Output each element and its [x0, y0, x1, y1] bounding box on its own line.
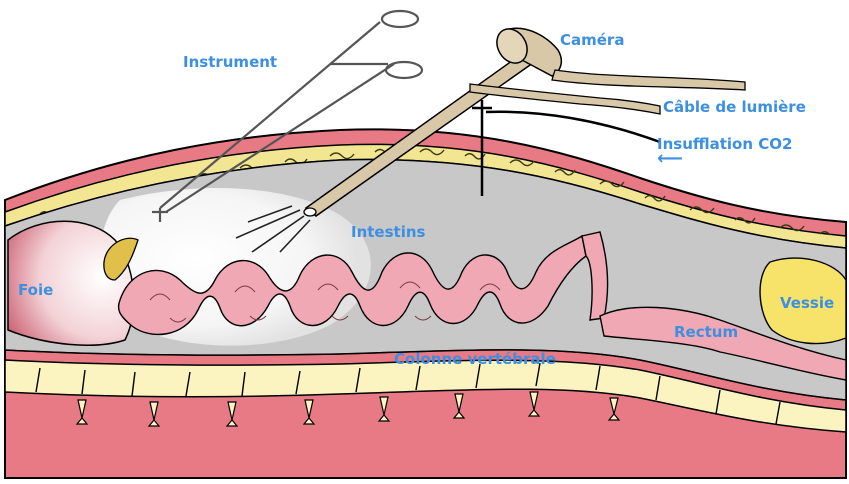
label-instrument: Instrument: [183, 55, 277, 70]
label-camera: Caméra: [560, 33, 624, 48]
label-spine: Colonne vertébrale: [394, 352, 556, 367]
label-intestines: Intestins: [351, 225, 425, 240]
label-rectum: Rectum: [674, 325, 738, 340]
label-light-cable: Câble de lumière: [663, 100, 806, 115]
label-liver: Foie: [18, 283, 53, 298]
light-cable: [470, 84, 660, 114]
left-arrow-icon: ⟵: [657, 150, 683, 168]
label-bladder: Vessie: [780, 296, 834, 311]
